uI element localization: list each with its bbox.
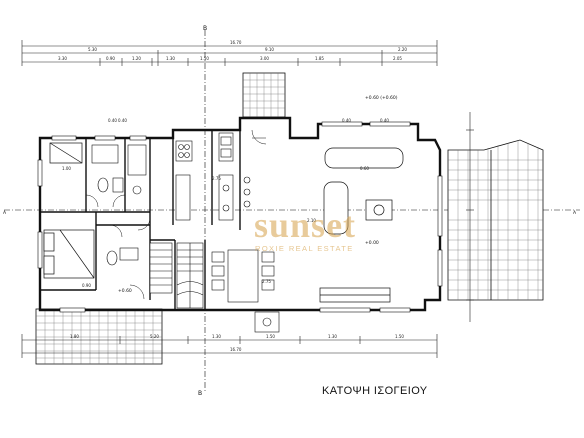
dim-top-3: 2.20: [398, 47, 407, 52]
room-label-7: 2.75: [262, 279, 271, 284]
room-label-9: 0.90: [82, 283, 91, 288]
dim-bottom-2: 5.20: [150, 334, 159, 339]
top-entrance-balcony: [242, 72, 286, 118]
room-label-5: 1.00: [62, 166, 71, 171]
axis-mark-left: A: [3, 210, 7, 216]
windows: [37, 121, 443, 313]
bottom-dimension-lines: [21, 334, 438, 358]
dim-bottom-5: 1.30: [328, 334, 337, 339]
door-swings: [85, 129, 267, 300]
top-dimension-lines: [21, 40, 438, 66]
bottom-left-terrace: [35, 308, 163, 365]
right-terrace: [447, 139, 544, 301]
bedroom-double-bed: [43, 229, 95, 279]
section-mark-top: B: [203, 25, 207, 32]
dining-table: [211, 249, 275, 303]
bedroom-single-bed: [49, 142, 83, 164]
dim-top-1: 5.30: [88, 47, 97, 52]
level-label-1: +0.60 (+0.60): [365, 95, 398, 101]
overall-dimension-top: 16.70: [230, 40, 242, 45]
room-label-3: 0.40: [342, 118, 351, 123]
level-label-2: +0.00: [365, 240, 379, 246]
axis-mark-right: A: [573, 210, 577, 216]
dim-bottom-4: 1.50: [266, 334, 275, 339]
dim-top-r2-2: 0.90: [106, 56, 115, 61]
plan-caption: ΚΑΤΟΨΗ ΙΣΟΓΕΙΟΥ: [322, 385, 428, 397]
bottom-entrance-mark: [254, 311, 280, 333]
dim-top-r2-7: 1.85: [315, 56, 324, 61]
room-label-10: 0.60: [360, 166, 369, 171]
watermark-brand: sunset: [254, 205, 357, 245]
dim-top-r2-1: 3.30: [58, 56, 67, 61]
room-label-2: 0.40: [118, 118, 127, 123]
section-mark-bottom: B: [198, 390, 202, 397]
dim-bottom-6: 1.50: [395, 334, 404, 339]
dim-top-r2-8: 2.05: [393, 56, 402, 61]
kitchen-fixtures: [175, 132, 251, 221]
room-label-4: 0.40: [380, 118, 389, 123]
dim-top-2: 9.10: [265, 47, 274, 52]
dim-top-r2-3: 1.20: [132, 56, 141, 61]
living-room-furniture: [319, 147, 404, 303]
bathroom-fixtures: [91, 144, 147, 266]
staircase: [149, 242, 204, 309]
room-label-6: 2.75: [212, 176, 221, 181]
level-label-3: +0.60: [118, 288, 132, 294]
dim-bottom-3: 1.30: [212, 334, 221, 339]
dim-top-r2-6: 3.00: [260, 56, 269, 61]
room-label-8: 2.10: [307, 218, 316, 223]
right-dimension-lines: [466, 112, 474, 322]
watermark-tagline: ROXIE REAL ESTATE: [255, 244, 354, 253]
dim-bottom-1: 1.80: [70, 334, 79, 339]
dim-top-r2-5: 1.50: [200, 56, 209, 61]
room-label-1: 0.40: [108, 118, 117, 123]
overall-dimension-bottom: 16.70: [230, 347, 242, 352]
dim-top-r2-4: 1.30: [166, 56, 175, 61]
